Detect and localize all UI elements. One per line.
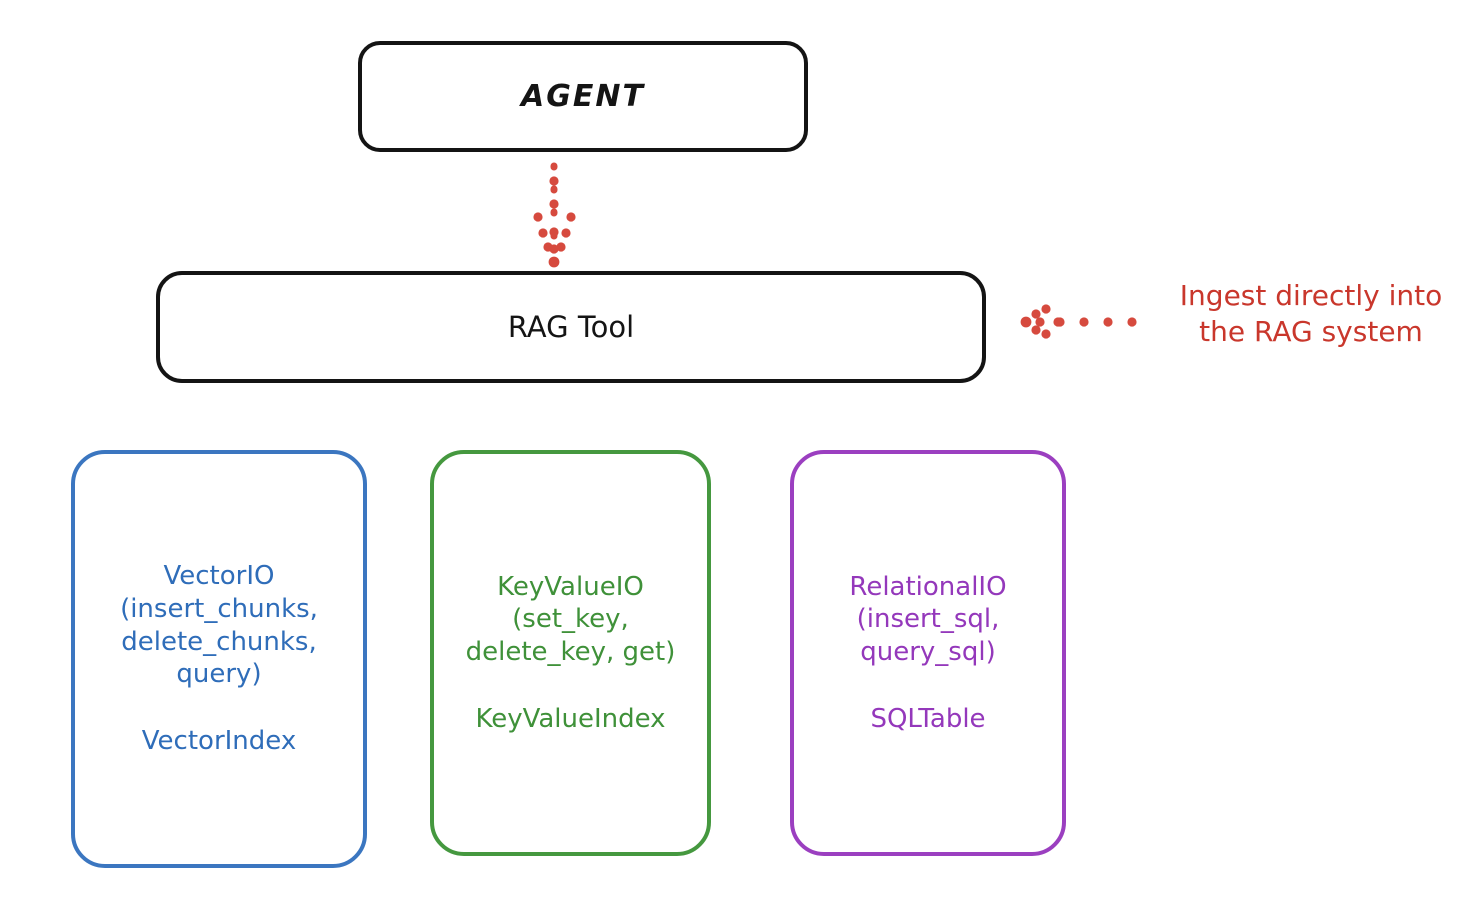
rag-tool-node-label: RAG Tool bbox=[507, 310, 635, 344]
relational-io-node[interactable]: RelationalIO (insert_sql, query_sql) SQL… bbox=[790, 450, 1066, 856]
connector-agent-to-rag-tool bbox=[533, 162, 576, 268]
key-value-io-index-label: KeyValueIndex bbox=[475, 703, 666, 734]
key-value-io-node[interactable]: KeyValueIO (set_key, delete_key, get) Ke… bbox=[430, 450, 711, 856]
vector-io-index-label: VectorIndex bbox=[141, 726, 297, 757]
agent-node-label: AGENT bbox=[521, 79, 645, 114]
rag-tool-node[interactable]: RAG Tool bbox=[156, 271, 986, 383]
agent-node[interactable]: AGENT bbox=[358, 41, 808, 152]
relational-io-api-label: RelationalIO (insert_sql, query_sql) bbox=[849, 571, 1007, 668]
connector-ingest-to-rag-tool bbox=[1020, 304, 1137, 339]
key-value-io-api-label: KeyValueIO (set_key, delete_key, get) bbox=[465, 571, 676, 668]
relational-io-index-label: SQLTable bbox=[870, 703, 986, 734]
vector-io-api-label: VectorIO (insert_chunks, delete_chunks, … bbox=[120, 561, 318, 690]
vector-io-node[interactable]: VectorIO (insert_chunks, delete_chunks, … bbox=[71, 450, 367, 868]
ingest-annotation-text: Ingest directly into the RAG system bbox=[1179, 279, 1443, 349]
